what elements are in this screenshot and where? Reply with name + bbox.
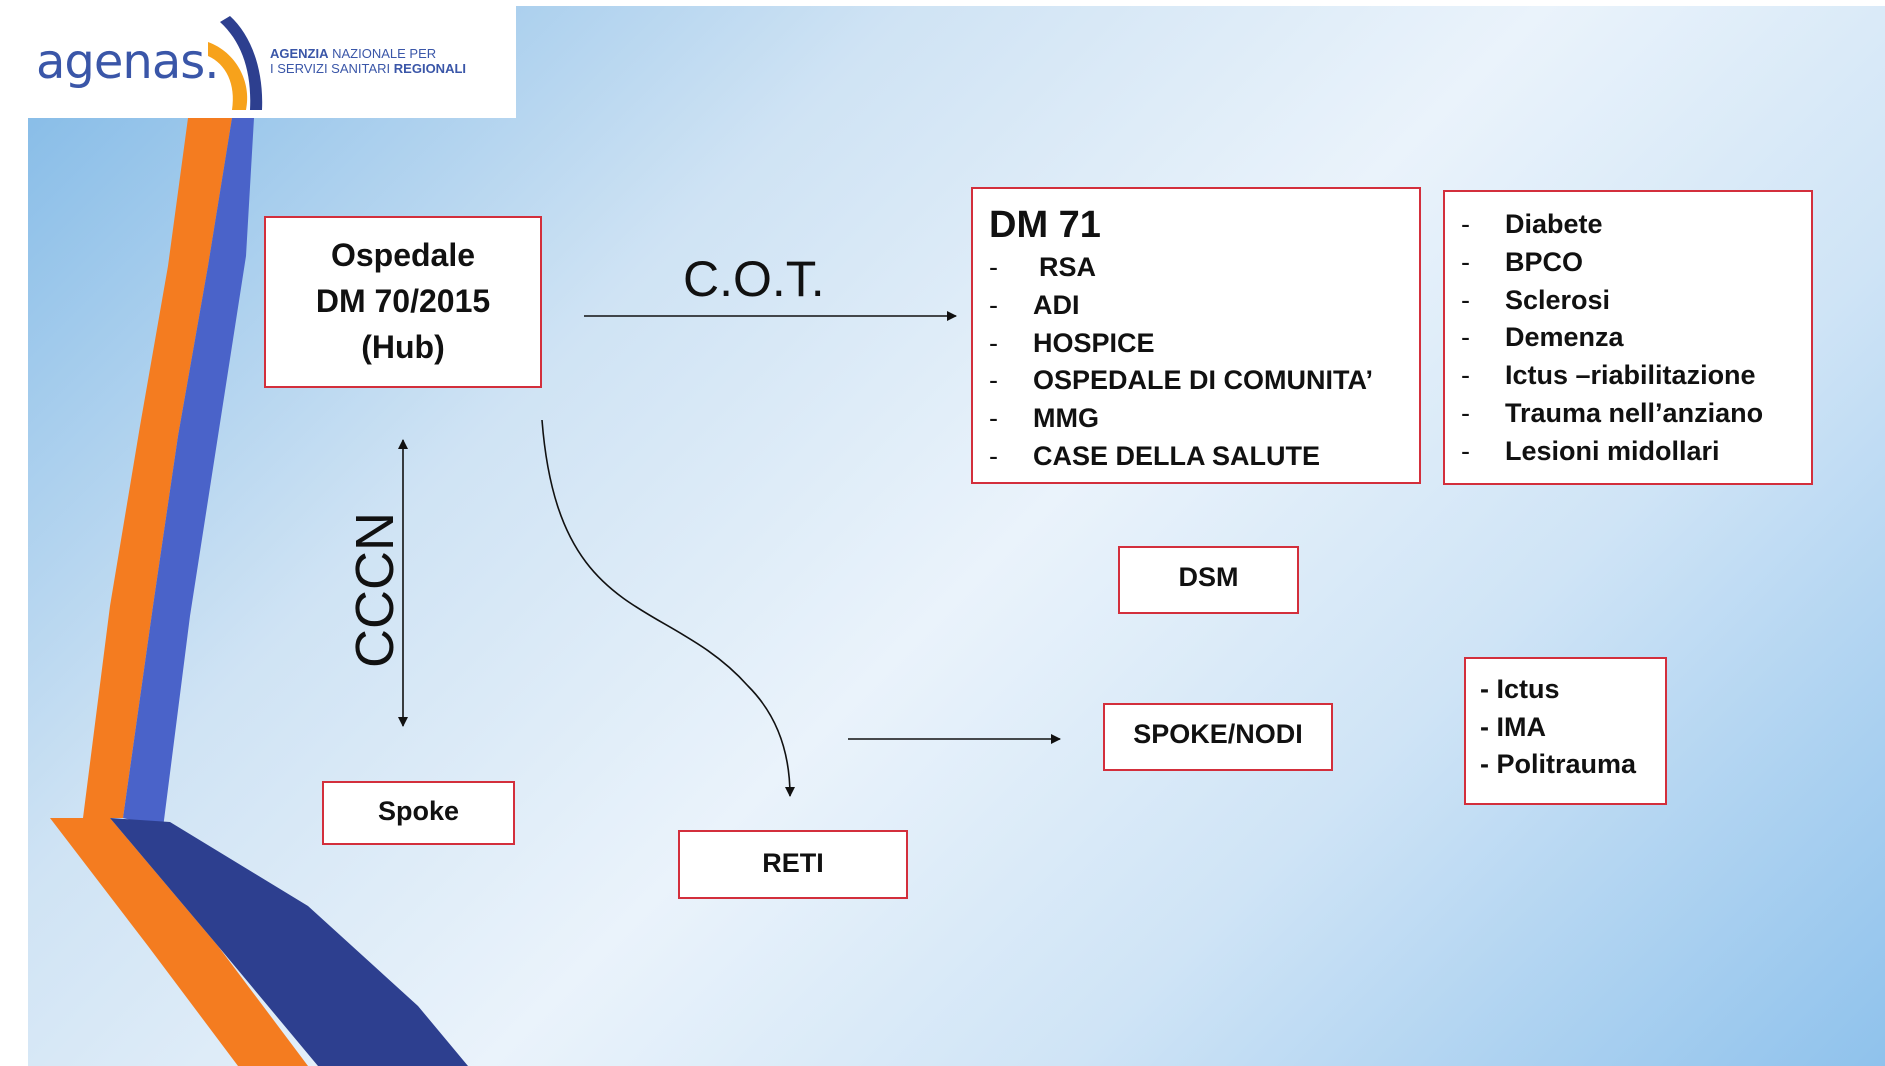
logo-tagline-bold-2: REGIONALI (393, 61, 467, 76)
list-item: - MMG (989, 400, 1419, 438)
list-item: - Ictus –riabilitazione (1461, 357, 1811, 395)
acute-item: - Politrauma (1480, 749, 1637, 779)
navy-stripe-lower (110, 818, 468, 1066)
condition-item: Trauma nell’anziano (1505, 397, 1764, 428)
condition-item: Lesioni midollari (1505, 435, 1720, 466)
agenas-logo: agenas. AGENZIA NAZIONALE PER I SERVIZI … (28, 6, 516, 118)
list-dash: - (1461, 322, 1470, 353)
connectors (398, 311, 1061, 797)
list-dash: - (989, 440, 998, 471)
dm71-box: DM 71 - RSA - ADI - HOSPICE - OSPEDALE DI CO… (971, 187, 1421, 484)
dsm-box: DSM (1118, 546, 1299, 614)
list-item: - HOSPICE (989, 325, 1419, 363)
list-item: - Lesioni midollari (1461, 433, 1811, 471)
acute-item: - Ictus (1480, 674, 1560, 704)
logo-tagline-rest-2: I SERVIZI SANITARI (270, 61, 394, 76)
list-dash: - (989, 365, 998, 396)
list-dash: - (1461, 397, 1470, 428)
logo-tagline-bold-1: AGENZIA (270, 46, 329, 61)
list-dash: - (1461, 209, 1470, 239)
hub-line-2: DM 70/2015 (315, 283, 491, 319)
reti-label: RETI (762, 848, 824, 878)
spoke-label: Spoke (377, 796, 460, 826)
logo-mark-icon (208, 16, 263, 110)
list-item: - OSPEDALE DI COMUNITA’ (989, 362, 1419, 400)
hub-box: Ospedale DM 70/2015 (Hub) (264, 216, 542, 388)
list-item: - RSA (989, 249, 1419, 287)
spoke-nodi-box: SPOKE/NODI (1103, 703, 1333, 771)
list-item: - Trauma nell’anziano (1461, 395, 1811, 433)
dm71-title: DM 71 (989, 204, 1101, 246)
list-item: - Demenza (1461, 319, 1811, 357)
logo-wordmark: agenas. (36, 34, 220, 90)
dm71-item: HOSPICE (1033, 327, 1155, 358)
acute-item: - IMA (1480, 711, 1546, 742)
condition-item: Diabete (1505, 209, 1603, 239)
hub-line-1: Ospedale (330, 237, 476, 273)
blue-stripe-upper (123, 118, 254, 828)
list-dash: - (989, 327, 998, 358)
cot-label: C.O.T. (683, 251, 825, 307)
list-item: - CASE DELLA SALUTE (989, 438, 1419, 476)
list-item: - BPCO (1461, 244, 1811, 282)
list-dash: - (1461, 284, 1470, 315)
list-item: - ADI (989, 287, 1419, 325)
slide: agenas. AGENZIA NAZIONALE PER I SERVIZI … (28, 6, 1885, 1066)
list-item: - Sclerosi (1461, 282, 1811, 320)
list-dash: - (989, 403, 998, 434)
list-dash: - (1461, 246, 1470, 277)
condition-item: Sclerosi (1505, 284, 1611, 315)
orange-stripe-lower (50, 818, 308, 1066)
condition-item: Demenza (1505, 322, 1624, 353)
spoke-box: Spoke (322, 781, 515, 845)
dm71-item: CASE DELLA SALUTE (1033, 440, 1321, 471)
reti-box: RETI (678, 830, 908, 899)
arrow-hub-to-reti (541, 419, 795, 797)
dm71-item: OSPEDALE DI COMUNITA’ (1033, 365, 1374, 396)
spoke-nodi-label: SPOKE/NODI (1133, 719, 1303, 749)
condition-item: Ictus –riabilitazione (1505, 360, 1756, 391)
dm71-item: MMG (1033, 403, 1099, 434)
dm71-item: RSA (1039, 252, 1097, 282)
decorative-stripes (50, 118, 468, 1066)
orange-stripe-upper (83, 118, 232, 818)
list-dash: - (1461, 435, 1470, 466)
acute-networks-box: - Ictus - IMA - Politrauma (1464, 657, 1667, 805)
hub-line-3: (Hub) (361, 329, 445, 365)
cccn-label: CCCN (345, 512, 405, 668)
logo-tagline-rest-1: NAZIONALE PER (328, 46, 437, 61)
list-dash: - (989, 289, 998, 320)
condition-item: BPCO (1505, 246, 1584, 277)
list-item: - Diabete (1461, 206, 1811, 244)
list-dash: - (989, 252, 998, 282)
dm71-item: ADI (1033, 289, 1080, 320)
dsm-label: DSM (1178, 562, 1239, 592)
logo-tagline: AGENZIA NAZIONALE PER I SERVIZI SANITARI… (270, 46, 466, 76)
list-dash: - (1461, 360, 1470, 391)
conditions-box: - Diabete - BPCO - Sclerosi - Demenza - Ictus… (1443, 190, 1813, 485)
slide-left-margin (0, 0, 28, 1066)
